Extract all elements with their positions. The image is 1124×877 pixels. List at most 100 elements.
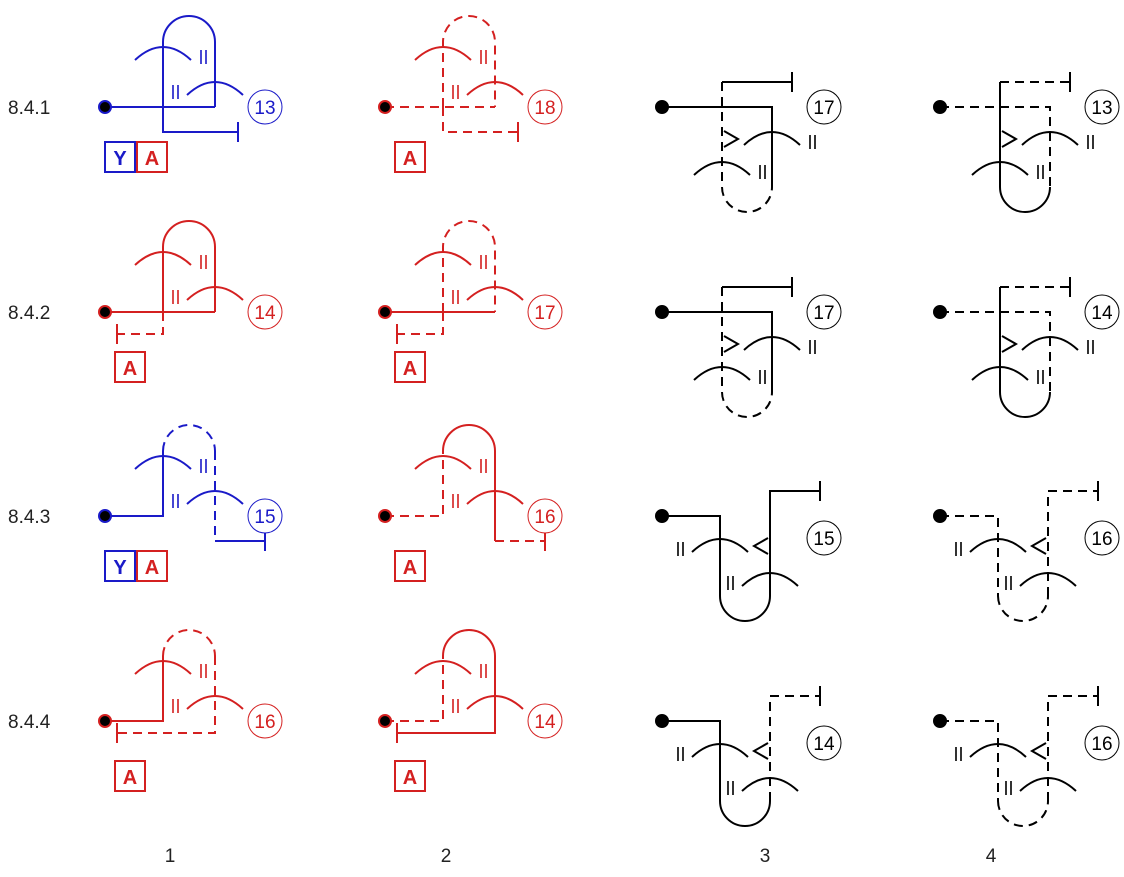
panel-number: 13 — [1091, 98, 1112, 119]
letter-box — [114, 351, 146, 383]
start-dot — [98, 100, 112, 114]
arc-mark — [466, 286, 524, 301]
double-tick-mark — [200, 50, 207, 64]
number-circle — [1084, 294, 1120, 330]
double-tick-mark — [452, 699, 459, 713]
double-tick-mark — [452, 494, 459, 508]
strand-segment — [719, 800, 771, 827]
panel-number: 14 — [254, 303, 276, 324]
double-tick-mark — [1037, 165, 1044, 179]
start-dot — [98, 714, 112, 728]
box-letter: A — [145, 557, 159, 579]
strand-segment — [397, 701, 496, 734]
box-letter: A — [123, 358, 137, 380]
double-tick-mark — [809, 340, 816, 354]
letter-box — [394, 141, 426, 173]
panel-number: 16 — [1091, 529, 1112, 550]
letter-box — [136, 550, 168, 582]
arc-mark — [186, 81, 244, 96]
arc-mark — [741, 777, 799, 792]
panel-number: 15 — [813, 529, 834, 550]
box-letter: A — [403, 358, 417, 380]
panel-number: 13 — [254, 98, 275, 119]
arc-mark — [971, 161, 1029, 176]
box-letter: Y — [113, 148, 127, 170]
knot-panel: 16 — [933, 481, 1120, 622]
double-tick-mark — [452, 85, 459, 99]
knot-panel: 13 — [933, 72, 1120, 213]
double-tick-mark — [1087, 135, 1094, 149]
double-tick-mark — [480, 459, 487, 473]
panel-number: 14 — [813, 734, 835, 755]
strand-segment — [662, 720, 721, 801]
strand-segment — [999, 287, 1051, 418]
letter-box — [394, 351, 426, 383]
double-tick-mark — [480, 255, 487, 269]
box-letter: A — [403, 767, 417, 789]
number-circle — [527, 294, 563, 330]
column-label: 3 — [760, 846, 771, 867]
number-circle — [247, 703, 283, 739]
arc-mark — [969, 538, 1027, 553]
number-circle — [247, 294, 283, 330]
strand-segment — [719, 595, 771, 622]
strand-segment — [769, 490, 820, 596]
knot-panel: 16 — [933, 686, 1120, 827]
start-dot — [378, 509, 392, 523]
strand-segment — [162, 629, 216, 657]
start-dot — [655, 305, 669, 319]
strand-segment — [1047, 490, 1098, 596]
double-tick-mark — [452, 290, 459, 304]
arc-mark — [466, 490, 524, 505]
knot-panel: 14A — [378, 629, 563, 792]
strand-segment — [105, 451, 164, 517]
arc-mark — [466, 695, 524, 710]
double-tick-mark — [172, 699, 179, 713]
double-tick-mark — [200, 255, 207, 269]
number-circle — [806, 89, 842, 125]
start-dot — [655, 100, 669, 114]
double-tick-mark — [200, 664, 207, 678]
double-tick-mark — [480, 50, 487, 64]
chevron-mark — [1029, 537, 1047, 555]
arc-mark — [741, 572, 799, 587]
number-circle — [1084, 725, 1120, 761]
double-tick-mark — [1037, 370, 1044, 384]
strand-segment — [117, 312, 164, 335]
start-dot — [378, 100, 392, 114]
panel-number: 15 — [254, 507, 275, 528]
knot-panel: 15 — [655, 481, 842, 622]
start-dot — [933, 305, 947, 319]
double-tick-mark — [955, 542, 962, 556]
strand-segment — [385, 656, 444, 722]
arc-mark — [691, 538, 749, 553]
arc-mark — [691, 743, 749, 758]
start-dot — [378, 305, 392, 319]
row-label: 8.4.1 — [8, 98, 50, 119]
strand-segment — [940, 106, 1051, 187]
arc-mark — [414, 46, 472, 61]
start-dot — [378, 714, 392, 728]
number-circle — [1084, 520, 1120, 556]
double-tick-mark — [727, 576, 734, 590]
double-tick-mark — [759, 370, 766, 384]
panel-number: 16 — [534, 507, 555, 528]
chevron-mark — [1001, 130, 1019, 148]
strand-segment — [1047, 695, 1098, 801]
strand-segment — [997, 595, 1049, 622]
knot-panel: 17 — [655, 277, 842, 418]
column-label: 2 — [441, 846, 452, 867]
double-tick-mark — [172, 290, 179, 304]
panel-number: 17 — [813, 98, 834, 119]
start-dot — [655, 509, 669, 523]
number-circle — [806, 294, 842, 330]
strand-segment — [940, 515, 999, 596]
letter-box — [104, 550, 136, 582]
row-label: 8.4.2 — [8, 303, 50, 324]
arc-mark — [743, 336, 801, 351]
strand-segment — [162, 424, 216, 452]
strand-segment — [721, 287, 773, 418]
panel-number: 14 — [1091, 303, 1113, 324]
chevron-mark — [723, 130, 741, 148]
